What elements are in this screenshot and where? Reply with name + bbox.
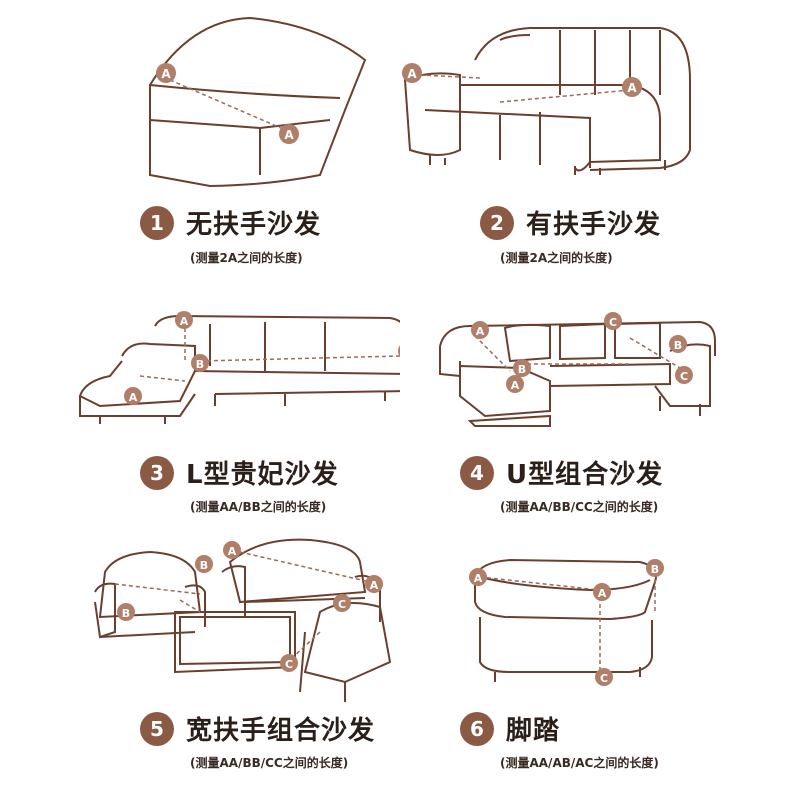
svg-text:A: A [161,67,171,81]
panel-note: (测量2A之间的长度) [500,251,613,265]
panel-wide-arm-sectional: B A B A C C 5 宽扶手组合沙发 (测量AA/BB/CC之间的长度) [0,532,400,798]
marker-a-1: A [402,63,422,83]
marker-b-2: B [669,335,687,353]
panel-note: (测量AA/AB/AC之间的长度) [500,756,659,770]
title-row: 1 无扶手沙发 [140,204,321,241]
svg-text:A: A [228,545,237,558]
svg-text:A: A [129,391,138,404]
panel-title: 脚踏 [506,716,561,746]
armless-sofa-illustration: A A [149,16,367,188]
number-badge: 5 [140,711,174,746]
marker-b: B [646,559,664,577]
marker-a-2: A [365,575,383,593]
svg-text:B: B [518,363,526,376]
marker-b-1: B [195,555,213,573]
marker-b-2: B [398,345,400,357]
svg-text:C: C [338,598,346,611]
marker-a-1: A [175,311,193,329]
panel-armless-sofa: A A 1 无扶手沙发 (测量2A之间的长度) [0,0,400,266]
panel-note: (测量AA/BB/CC之间的长度) [190,756,349,770]
panel-u-shaped-sofa: A B C A B C 4 U型组合沙发 (测量AA/BB/CC之间的长度) [400,266,800,532]
panel-title: 宽扶手组合沙发 [186,716,376,746]
title-row: 2 有扶手沙发 [480,204,661,241]
number-badge: 2 [480,205,514,240]
marker-b-1: B [191,354,209,372]
panel-footstool: A B A C 6 脚踏 (测量AA/AB/AC之间的长度) [400,532,800,798]
svg-text:A: A [180,315,189,328]
marker-c-1: C [333,594,351,612]
panel-title: L型贵妃沙发 [186,460,339,490]
marker-a-2: A [593,583,611,601]
svg-text:C: C [680,370,688,383]
wide-arm-sofa-illustration: B A B A C C [94,538,392,702]
svg-text:A: A [627,81,637,95]
title-row: 4 U型组合沙发 [460,454,663,491]
svg-text:A: A [284,128,294,142]
arm-sofa-illustration: A A [402,27,691,175]
svg-text:A: A [407,67,417,81]
svg-text:C: C [609,316,617,329]
marker-a-2: A [506,375,524,393]
svg-text:B: B [122,607,130,620]
marker-a-1: A [156,63,176,83]
svg-text:B: B [196,358,204,371]
number-badge: 1 [140,205,174,240]
marker-c-2: C [280,654,298,672]
panel-title: U型组合沙发 [506,460,664,490]
svg-text:B: B [200,559,208,572]
marker-a-1: A [469,568,487,586]
u-sofa-illustration: A B C A B C [439,312,716,427]
panel-note: (测量AA/BB/CC之间的长度) [500,500,659,514]
svg-text:B: B [674,339,682,352]
marker-a-1: A [223,541,241,559]
svg-text:A: A [476,325,485,338]
panel-l-shaped-sofa: A B A B 3 L型贵妃沙发 (测量AA/BB之间的长度) [0,266,400,532]
marker-a-2: A [622,77,642,97]
panel-title: 有扶手沙发 [526,210,662,240]
panel-title: 无扶手沙发 [186,210,322,240]
title-row: 3 L型贵妃沙发 [140,454,339,491]
l-sofa-illustration: A B A B [78,311,400,424]
number-badge: 6 [460,711,494,746]
number-badge: 3 [140,455,174,490]
footstool-illustration: A B A C [469,558,664,686]
svg-text:A: A [598,587,607,600]
svg-text:A: A [474,572,483,585]
marker-b-2: B [117,603,135,621]
panel-note: (测量AA/BB之间的长度) [190,500,327,514]
marker-c: C [595,668,613,686]
svg-text:A: A [370,579,379,592]
marker-c-1: C [604,312,622,330]
marker-b-1: B [513,359,531,377]
panel-note: (测量2A之间的长度) [190,251,303,265]
svg-text:A: A [511,379,520,392]
svg-text:B: B [651,563,659,576]
marker-a-2: A [279,124,299,144]
marker-a-1: A [471,321,489,339]
title-row: 6 脚踏 [460,710,560,747]
marker-c-2: C [675,366,693,384]
marker-a-2: A [124,387,142,405]
title-row: 5 宽扶手组合沙发 [140,710,375,747]
svg-text:C: C [285,658,293,671]
panel-arm-sofa: A A 2 有扶手沙发 (测量2A之间的长度) [400,0,800,266]
svg-text:C: C [600,672,608,685]
number-badge: 4 [460,455,494,490]
